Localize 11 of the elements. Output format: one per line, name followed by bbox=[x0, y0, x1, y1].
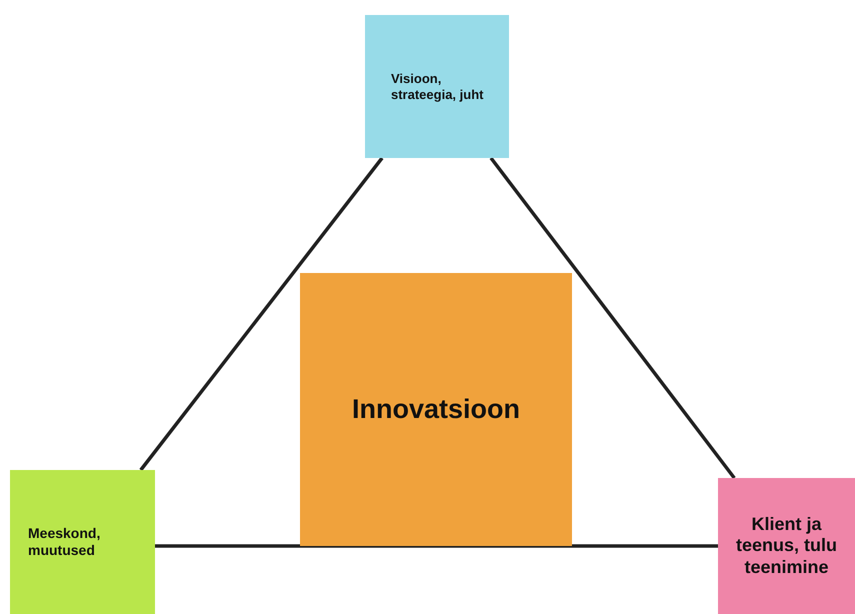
vision-box bbox=[365, 15, 509, 158]
box-text: Klient ja teenus, tulu teenimine bbox=[734, 514, 838, 578]
box-text: Innovatsioon bbox=[352, 393, 520, 426]
connector-line bbox=[490, 156, 736, 480]
connector-line bbox=[155, 544, 718, 548]
innovation-box bbox=[300, 273, 572, 546]
team-box bbox=[10, 470, 155, 614]
connector-line bbox=[139, 156, 384, 472]
box-text: Meeskond, muutused bbox=[28, 525, 102, 559]
client-box bbox=[718, 478, 855, 614]
box-text: Visioon, strateegia, juht bbox=[391, 70, 484, 102]
